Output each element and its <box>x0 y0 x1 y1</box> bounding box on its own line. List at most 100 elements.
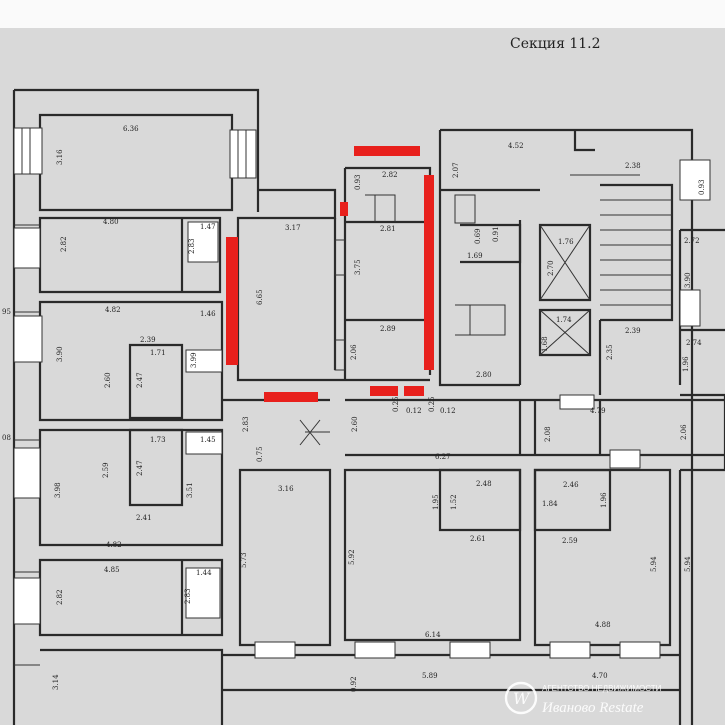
dim-label: 1.95 <box>432 494 440 510</box>
marker-bottom-right <box>404 386 424 396</box>
dim-label: 1.76 <box>558 238 574 246</box>
dim-label: 0.69 <box>474 228 482 244</box>
marker-bottom-left <box>264 392 318 402</box>
dim-label: 2.08 <box>544 426 552 442</box>
marker-top <box>354 146 420 156</box>
agency-watermark: W АГЕНТСТВО НЕДВИЖИМОСТИ Иваново Restate <box>504 681 662 716</box>
dim-label: 0.92 <box>350 676 358 692</box>
dim-label: 2.89 <box>380 325 396 333</box>
dim-label: 2.06 <box>680 424 688 440</box>
dim-label: 3.14 <box>52 674 60 690</box>
dim-label: 1.45 <box>200 436 216 444</box>
dim-label: 2.46 <box>563 481 579 489</box>
dim-label: 2.74 <box>686 339 702 347</box>
dim-label: 3.16 <box>278 485 294 493</box>
left-wing-windows <box>13 127 257 625</box>
dim-label: 08 <box>2 434 11 442</box>
dim-label: 5.94 <box>650 556 658 572</box>
dim-label: 5.89 <box>422 672 438 680</box>
dim-label: 2.59 <box>562 537 578 545</box>
dim-label: 3.90 <box>684 272 692 288</box>
dim-label: 6.65 <box>256 289 264 305</box>
dim-label: 4.79 <box>590 407 606 415</box>
dim-label: 2.41 <box>136 514 152 522</box>
dim-label: 4.82 <box>105 306 121 314</box>
dim-label: 2.39 <box>625 327 641 335</box>
dim-label: 5.92 <box>348 549 356 565</box>
svg-text:W: W <box>513 689 531 708</box>
marker-right-vertical <box>424 175 434 370</box>
dim-label: 1.69 <box>467 252 483 260</box>
dim-label: 5.94 <box>684 556 692 572</box>
dim-label: 3.51 <box>186 482 194 498</box>
dim-label: 1.47 <box>200 223 216 231</box>
dimension-labels: 6.36 3.16 4.80 2.82 1.47 2.83 4.82 1.46 … <box>2 125 706 692</box>
dim-label: 2.80 <box>476 371 492 379</box>
dim-label: 4.70 <box>592 672 608 680</box>
dim-label: 1.71 <box>150 349 166 357</box>
corridor-walls <box>222 398 725 725</box>
marker-small <box>340 202 348 216</box>
section-title: Секция 11.2 <box>510 36 601 52</box>
dim-label: 2.61 <box>470 535 486 543</box>
dim-label: 1.52 <box>450 494 458 510</box>
dim-label: 0.93 <box>698 179 706 195</box>
dim-label: 0.93 <box>354 174 362 190</box>
dim-label: 0.12 <box>406 407 422 415</box>
dim-label: 1.46 <box>200 310 216 318</box>
dim-label: 2.60 <box>351 416 359 432</box>
dim-label: 2.60 <box>104 372 112 388</box>
dim-label: 0.25 <box>428 396 436 412</box>
dim-label: 2.35 <box>606 344 614 360</box>
dim-label: 0.25 <box>392 396 400 412</box>
dim-label: 0.12 <box>440 407 456 415</box>
dim-label: 2.82 <box>382 171 398 179</box>
red-wall-markers <box>226 146 434 402</box>
dim-label: 4.52 <box>508 142 524 150</box>
dim-label: 4.82 <box>106 541 122 549</box>
marker-bottom-mid <box>370 386 398 396</box>
dim-label: 0.91 <box>492 226 500 242</box>
dim-label: 0.75 <box>256 446 264 462</box>
dim-label: 2.82 <box>56 589 64 605</box>
dim-label: 1.73 <box>150 436 166 444</box>
dim-label: 2.83 <box>242 416 250 432</box>
dim-label: 2.72 <box>684 237 700 245</box>
dim-label: 1.74 <box>556 316 572 324</box>
dim-label: 3.17 <box>285 224 301 232</box>
agency-brand: Иваново Restate <box>541 700 644 716</box>
dim-label: 2.82 <box>60 236 68 252</box>
dim-label: 2.47 <box>136 372 144 388</box>
dim-label: 1.84 <box>542 500 558 508</box>
dim-label: 2.39 <box>140 336 156 344</box>
dim-label: 6.36 <box>123 125 139 133</box>
dim-label: 4.80 <box>103 218 119 226</box>
dim-label: 95 <box>2 308 11 316</box>
dim-label: 1.96 <box>682 356 690 372</box>
dim-label: 2.81 <box>380 225 396 233</box>
dim-label: 6.14 <box>425 631 441 639</box>
dim-label: 3.16 <box>56 149 64 165</box>
dim-label: 2.48 <box>476 480 492 488</box>
dim-label: 3.75 <box>354 259 362 275</box>
plan-paper <box>0 28 725 725</box>
dim-label: 3.90 <box>56 346 64 362</box>
agency-logo-icon <box>504 681 538 715</box>
dim-label: 1.68 <box>541 336 549 352</box>
dim-label: 2.83 <box>184 588 192 604</box>
agency-name: АГЕНТСТВО НЕДВИЖИМОСТИ <box>542 684 662 693</box>
dim-label: 2.59 <box>102 462 110 478</box>
right-wing-walls <box>678 159 725 472</box>
dim-label: 2.83 <box>188 238 196 254</box>
marker-left-vertical <box>226 237 238 365</box>
dim-label: 4.88 <box>595 621 611 629</box>
core-walls <box>438 128 694 725</box>
lower-windows <box>254 394 661 659</box>
dim-label: 4.85 <box>104 566 120 574</box>
dim-label: 1.44 <box>196 569 212 577</box>
dim-label: 2.06 <box>350 344 358 360</box>
dim-label: 2.47 <box>136 460 144 476</box>
dim-label: 1.96 <box>600 492 608 508</box>
dim-label: 2.70 <box>547 260 555 276</box>
